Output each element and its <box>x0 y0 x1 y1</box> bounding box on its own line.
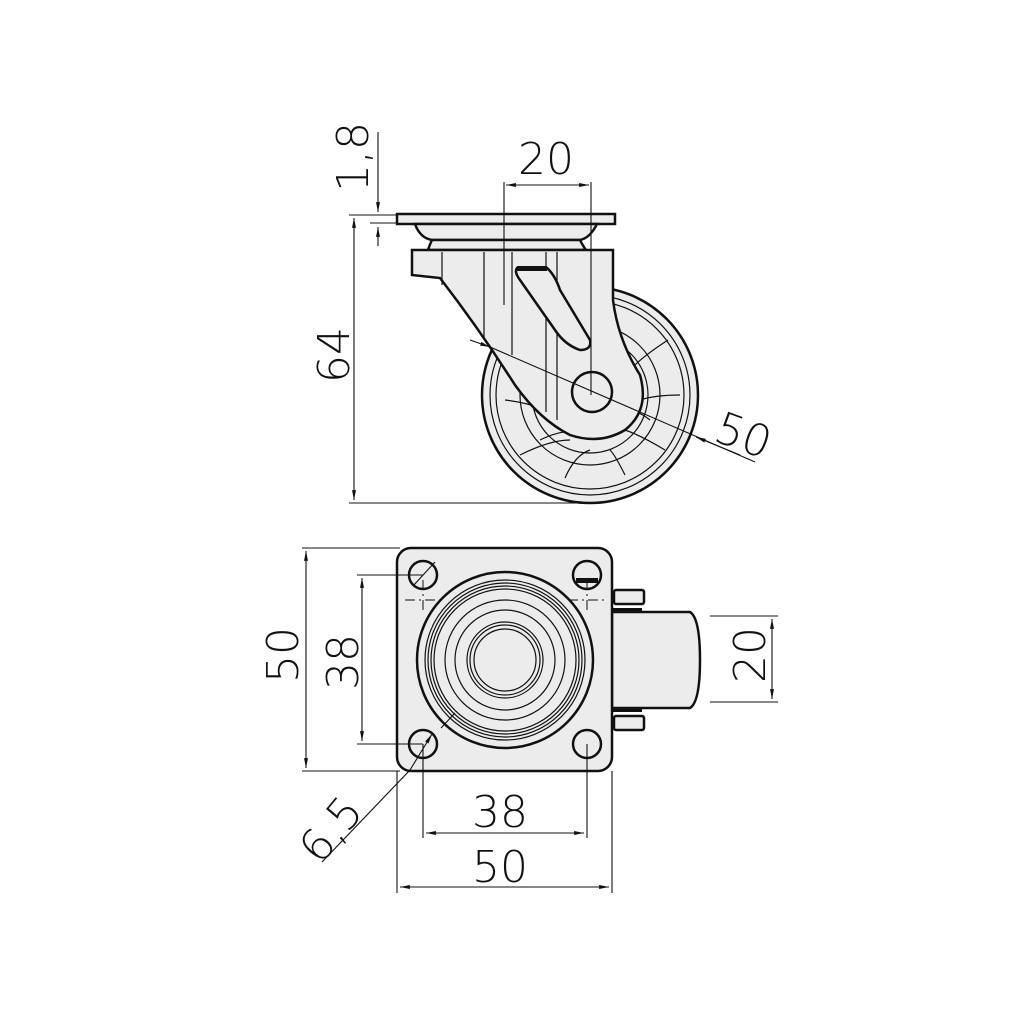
label-wheel-width: 20 <box>725 627 776 683</box>
dim-hole-spacing-vertical: 38 <box>318 574 423 745</box>
top-view: 50 38 38 50 6,5 <box>258 546 778 893</box>
label-wheel-diameter: 50 <box>708 402 778 469</box>
label-overall-height: 64 <box>309 327 360 383</box>
dim-hole-spacing-horizontal: 38 <box>422 744 588 838</box>
label-hole-spacing-horizontal: 38 <box>472 787 528 838</box>
axle <box>570 370 614 414</box>
dim-plate-thickness: 1,8 <box>328 122 397 246</box>
top-plate <box>395 212 617 226</box>
label-plate-height: 50 <box>258 627 309 683</box>
label-plate-thickness: 1,8 <box>328 122 379 192</box>
dim-plate-height: 50 <box>258 547 400 772</box>
dim-wheel-width: 20 <box>710 615 778 703</box>
swivel-bearing <box>413 222 600 242</box>
dim-offset: 20 <box>503 134 592 395</box>
brake-lever <box>514 266 592 352</box>
label-offset: 20 <box>518 134 574 185</box>
swivel-ring <box>415 570 595 750</box>
side-view: 1,8 20 64 50 <box>309 122 778 505</box>
dim-overall-height: 64 <box>309 218 590 504</box>
label-hole-spacing-vertical: 38 <box>318 634 369 690</box>
label-hole-diameter: 6,5 <box>289 787 373 873</box>
label-plate-width: 50 <box>472 842 528 893</box>
wheel-top <box>610 588 702 732</box>
dim-plate-width: 50 <box>396 771 613 893</box>
